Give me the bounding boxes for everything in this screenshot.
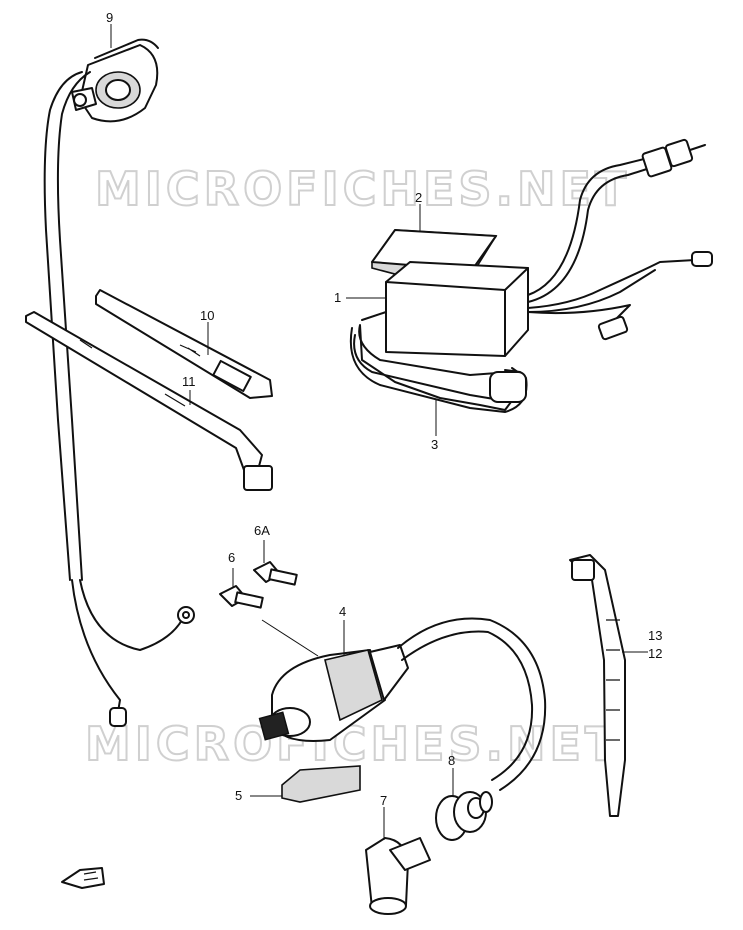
- part-12-13-cable-tie[interactable]: [569, 554, 626, 817]
- callout-labels: 1 2 3 4 5 6 6A 7 8 9 10 11 13 12: [106, 10, 662, 808]
- part-8-seal[interactable]: [435, 791, 493, 841]
- callout-9: 9: [106, 10, 113, 25]
- callout-13: 13: [648, 628, 662, 643]
- callout-1: 1: [334, 290, 341, 305]
- part-6-bolt[interactable]: [219, 585, 264, 609]
- part-6a-bolt[interactable]: [253, 561, 298, 586]
- callout-2: 2: [415, 190, 422, 205]
- front-arrow-icon: [61, 867, 105, 889]
- callout-10: 10: [200, 308, 214, 323]
- callout-6a: 6A: [254, 523, 270, 538]
- part-5-pad[interactable]: [281, 765, 361, 803]
- part-1-cdi-unit[interactable]: [358, 261, 529, 411]
- part-10-strap[interactable]: [95, 289, 273, 399]
- part-7-plug-cap[interactable]: [365, 837, 431, 915]
- part-9-pickup-coil[interactable]: [43, 38, 195, 727]
- callout-6: 6: [228, 550, 235, 565]
- cdi-harness[interactable]: [527, 138, 713, 341]
- watermark-top: MICROFICHES.NET: [95, 162, 630, 216]
- callout-11: 11: [182, 374, 196, 389]
- leader-lines: [110, 24, 648, 840]
- part-11-strap[interactable]: [25, 311, 273, 491]
- callout-8: 8: [448, 753, 455, 768]
- callout-4: 4: [339, 604, 346, 619]
- callout-12: 12: [648, 646, 662, 661]
- part-4-ignition-coil[interactable]: [258, 617, 547, 791]
- callout-7: 7: [380, 793, 387, 808]
- part-3-rubber-mount[interactable]: [349, 327, 528, 413]
- callout-5: 5: [235, 788, 242, 803]
- callout-3: 3: [431, 437, 438, 452]
